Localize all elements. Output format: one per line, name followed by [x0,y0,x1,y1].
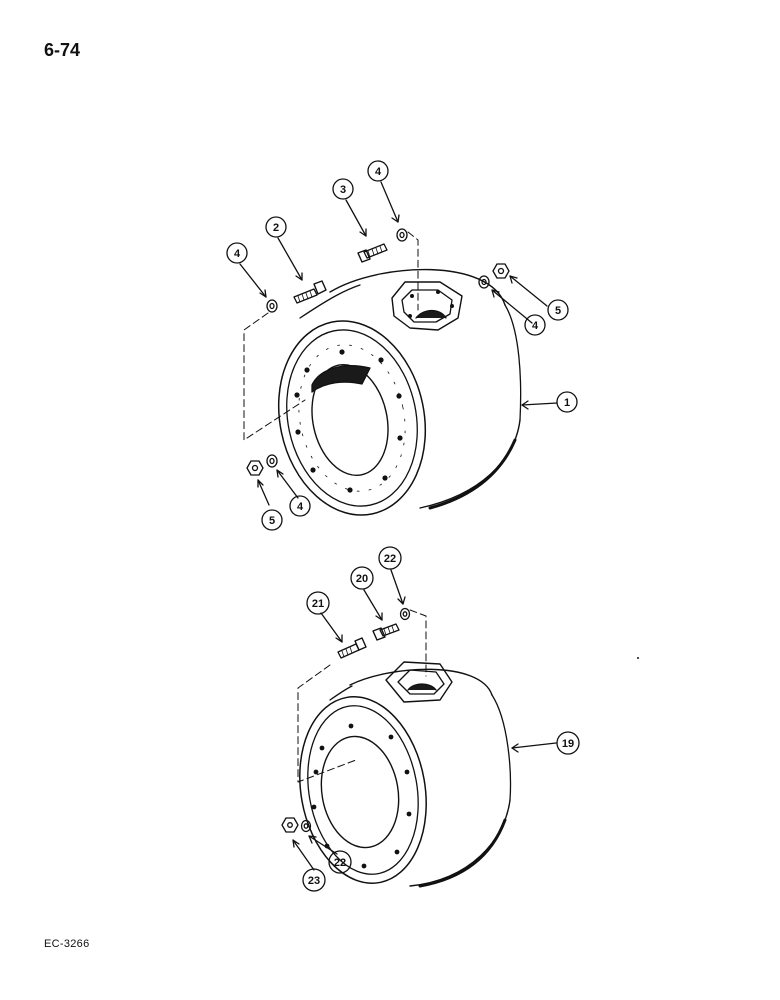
callout-4-left: 4 [226,242,248,264]
callout-2: 2 [265,216,287,238]
callout-22-top: 22 [378,546,402,570]
callout-4-right: 4 [524,314,546,336]
callout-23: 23 [302,868,326,892]
callout-4-bottom: 4 [289,495,311,517]
hardware-upper [239,181,558,506]
svg-text:22: 22 [334,857,346,869]
callout-22-bottom: 22 [328,850,352,874]
svg-text:5: 5 [269,515,275,527]
bolt-2-icon [293,280,327,304]
svg-text:19: 19 [562,738,574,750]
nut-icon [246,263,510,476]
washer-icon [266,228,490,468]
wheel-weight-large [277,268,522,516]
bolt-20-icon [372,623,400,641]
svg-text:2: 2 [273,222,279,234]
figure-code: EC-3266 [44,938,90,950]
callout-5-right: 5 [547,299,569,321]
svg-text:5: 5 [555,305,561,317]
page-number: 6-74 [44,40,81,60]
svg-text:20: 20 [356,573,368,585]
hardware-lower [281,569,557,871]
callout-4-top: 4 [367,160,389,182]
svg-text:22: 22 [384,553,396,565]
svg-text:3: 3 [340,184,346,196]
callout-3: 3 [332,178,354,200]
svg-text:4: 4 [375,166,382,178]
callout-20: 20 [350,566,374,590]
washer-icon [300,607,411,833]
svg-text:4: 4 [234,248,241,260]
bolt-3-icon [357,243,388,263]
callout-5-bottom: 5 [261,509,283,531]
callout-19: 19 [556,731,580,755]
wheel-weight-small [299,661,512,888]
callout-1: 1 [556,391,578,413]
svg-text:4: 4 [297,501,304,513]
nut-icon [281,817,299,833]
svg-text:1: 1 [564,397,570,409]
svg-text:21: 21 [312,598,324,610]
callout-21: 21 [306,591,330,615]
bolt-21-icon [337,637,367,659]
svg-text:23: 23 [308,875,320,887]
svg-text:4: 4 [532,320,539,332]
